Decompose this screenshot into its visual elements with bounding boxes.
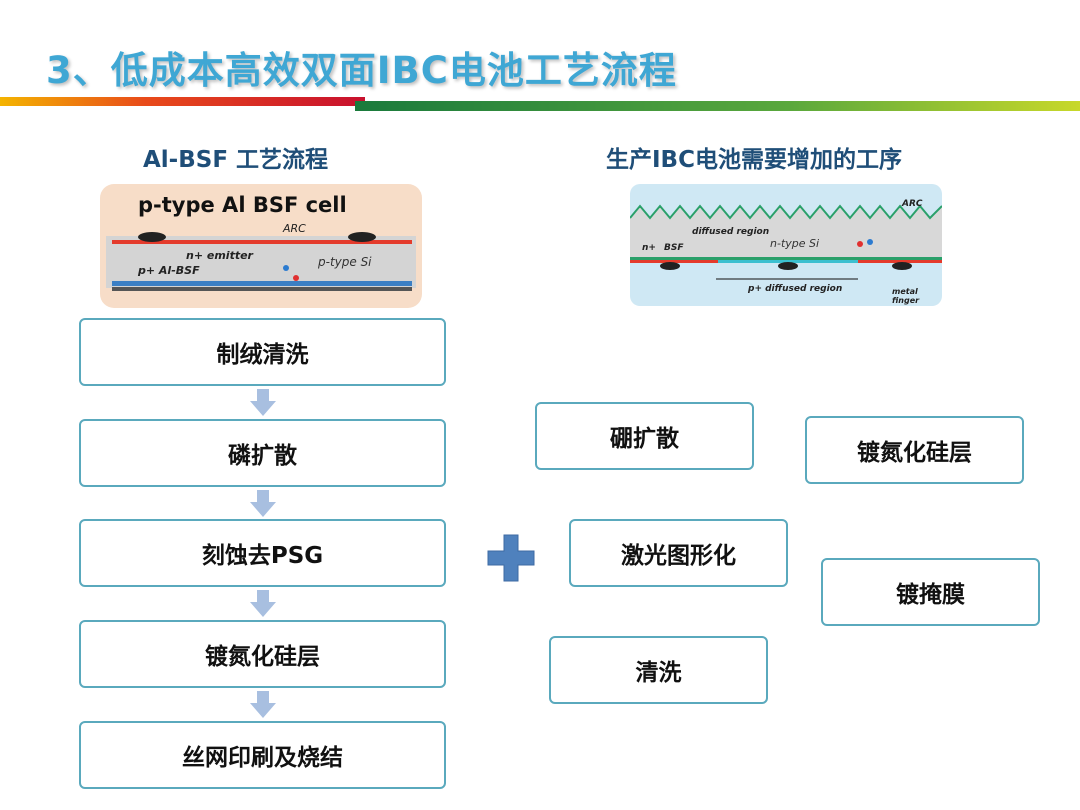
- label-metal: metal: [892, 287, 918, 296]
- label-finger: finger: [892, 296, 920, 305]
- left-step-3: 刻蚀去PSG: [79, 519, 446, 587]
- left-heading: Al-BSF 工艺流程: [143, 147, 329, 173]
- down-arrow-icon: [250, 590, 276, 617]
- left-step-1: 制绒清洗: [79, 318, 446, 386]
- left-step-4: 镀氮化硅层: [79, 620, 446, 688]
- right-step-mask-coating: 镀掩膜: [821, 558, 1040, 626]
- title-divider-bar: [0, 97, 1080, 111]
- right-step-boron-diffusion: 硼扩散: [535, 402, 754, 470]
- label-n-emitter: n+ emitter: [186, 249, 254, 262]
- label-n-plus: n+: [642, 243, 656, 253]
- right-step-laser-patterning: 激光图形化: [569, 519, 788, 587]
- label-bsf: BSF: [664, 243, 684, 253]
- right-heading: 生产IBC电池需要增加的工序: [606, 147, 902, 173]
- right-step-sin-coating: 镀氮化硅层: [805, 416, 1024, 484]
- label-n-type-si: n-type Si: [770, 237, 819, 250]
- label-p-type-si: p-type Si: [317, 255, 372, 269]
- ibc-cell-diagram: ARC diffused region n+ BSF n-type Si p+ …: [630, 184, 942, 306]
- down-arrow-icon: [250, 490, 276, 517]
- label-diffused-region: diffused region: [692, 227, 769, 237]
- left-step-5: 丝网印刷及烧结: [79, 721, 446, 789]
- al-bsf-cell-diagram: p-type Al BSF cell ARC n+ emitter p+ Al-…: [100, 184, 422, 308]
- label-p-diffused-region: p+ diffused region: [747, 284, 842, 294]
- down-arrow-icon: [250, 691, 276, 718]
- label-arc-right: ARC: [901, 199, 923, 209]
- label-p-al-bsf: p+ Al-BSF: [137, 264, 200, 277]
- al-bsf-diagram-title: p-type Al BSF cell: [138, 193, 347, 217]
- page-title: 3、低成本高效双面IBC电池工艺流程: [46, 49, 677, 92]
- right-step-cleaning: 清洗: [549, 636, 768, 704]
- plus-icon: [487, 534, 535, 582]
- down-arrow-icon: [250, 389, 276, 416]
- label-arc-left: ARC: [282, 222, 306, 235]
- left-step-2: 磷扩散: [79, 419, 446, 487]
